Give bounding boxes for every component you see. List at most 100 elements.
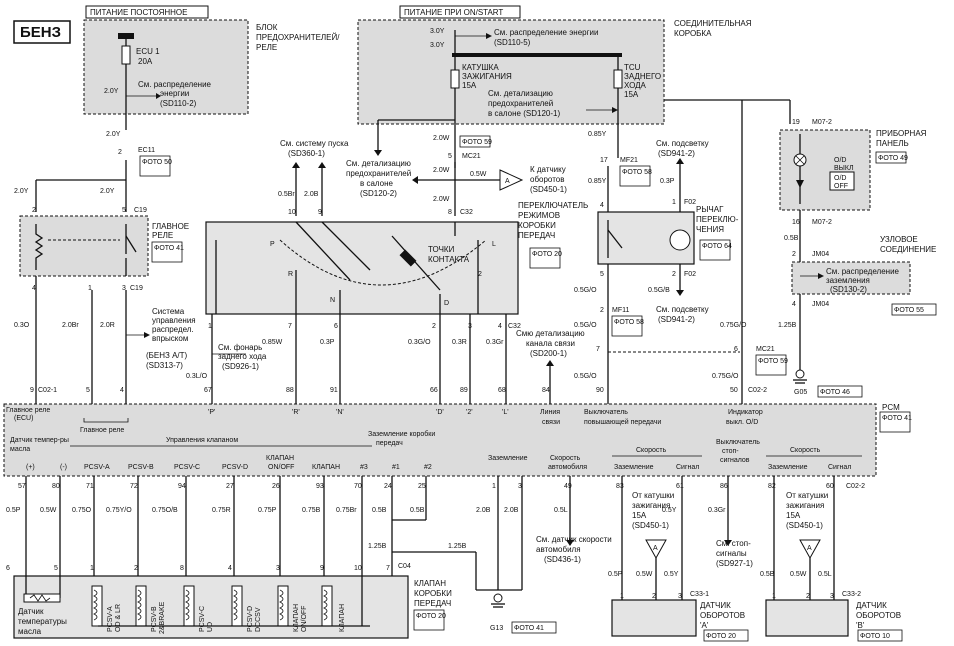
photo-label: ФОТО 46: [820, 389, 850, 396]
pin-label: 3: [122, 285, 126, 292]
wire-label: 0.85Y: [588, 178, 607, 185]
photo-20b: [413, 609, 445, 631]
pcm-pin-label: #3: [360, 464, 368, 471]
pcm-module: [3, 403, 877, 477]
fuse-ecu1-icon: [121, 45, 131, 65]
stop-ref: См. стоп-: [716, 539, 751, 548]
wire-label: 0.5P: [6, 507, 21, 514]
pin-label: 5: [600, 271, 604, 278]
ground-ref: заземления: [826, 276, 870, 285]
pos-label: R: [288, 271, 293, 278]
pcm-pin-label: выкл. O/D: [726, 419, 758, 426]
coil-b-label: 15A: [786, 511, 801, 520]
pin-label: 10: [288, 209, 296, 216]
wire-label: 0.5G/B: [648, 287, 670, 294]
solenoid-label: UD: [207, 622, 214, 632]
connector-label: C19: [130, 285, 143, 292]
pcm-pin-label: (ECU): [14, 415, 33, 422]
connector-label: C33-2: [842, 591, 861, 598]
speed-sensor-a: [611, 599, 697, 637]
power-const-label: ПИТАНИЕ ПОСТОЯННОЕ: [90, 8, 188, 17]
connector-label: C33-1: [690, 591, 709, 598]
pcm-pin-label: PCSV-A: [84, 464, 110, 471]
wire-label: 0.75B: [302, 507, 321, 514]
backlight-label: (SD941-2): [658, 315, 695, 324]
pcm-pin-label: Сигнал: [828, 464, 851, 471]
wire-label: 0.75O/B: [152, 507, 178, 514]
fuse-coil-icon: [450, 69, 460, 89]
wire-label: 2.0Y: [100, 188, 115, 195]
wire-label: 0.5Br: [278, 191, 295, 198]
pin-label: 71: [86, 483, 94, 490]
photo-label: ФОТО 41: [154, 245, 184, 252]
photo-49: [875, 151, 907, 164]
speed-ref: автомобиля: [536, 545, 581, 554]
fuse-block-label: ПРЕДОХРАНИТЕЛЕЙ/: [256, 33, 340, 42]
pin-label: 1: [208, 323, 212, 330]
wire-label: 0.3G/O: [408, 339, 431, 346]
pin-label: 68: [498, 387, 506, 394]
energy-ref: (SD110-2): [160, 99, 197, 108]
node-label: УЗЛОВОЕ: [880, 235, 918, 244]
coil-a-label: От катушки: [632, 491, 674, 500]
fuse-detail: в салоне: [360, 179, 394, 188]
injection-label: (БЕНЗ A/T): [146, 351, 188, 360]
signal-a-icon: [645, 539, 667, 560]
connector-label: C19: [134, 207, 147, 214]
pin-label: 1: [492, 483, 496, 490]
pin-label: 2: [432, 323, 436, 330]
pcm-pin-label: автомобиля: [548, 463, 587, 471]
wire-label: 0.75Br: [336, 507, 357, 514]
pin-label: 5: [448, 153, 452, 160]
photo-59b: [755, 354, 787, 376]
wire-label: 2.0B: [304, 191, 319, 198]
pin-label: 3: [276, 565, 280, 572]
wire-label: 2.0Y: [14, 188, 29, 195]
pin-label: 3: [830, 593, 834, 600]
photo-label: ФОТО 59: [462, 139, 492, 146]
pos-label: L: [492, 241, 496, 248]
pin-label: 84: [542, 387, 550, 394]
wire-label: 0.3R: [452, 339, 467, 346]
pin-label: 17: [600, 157, 608, 164]
pin-label: 10: [354, 565, 362, 572]
connector-label: M07-2: [812, 119, 832, 126]
photo-label: ФОТО 41: [882, 415, 912, 422]
wire-label: 0.3P: [660, 178, 675, 185]
pcm-pin-label: PCSV-D: [222, 464, 248, 471]
power-const-header: [85, 5, 209, 19]
connector-label: G05: [794, 389, 807, 396]
stop-ref: сигналы: [716, 549, 747, 558]
mode-switch-label: КОРОБКИ: [518, 221, 556, 230]
pcm-pin-label: Индикатор: [728, 409, 763, 416]
sensor-b-label: 'B': [856, 621, 865, 630]
wire-label: 0.5G/O: [574, 287, 597, 294]
fuse-detail: предохранителей: [346, 169, 411, 178]
valve-label: КОРОБКИ: [414, 589, 452, 598]
mode-switch-label: ПЕРЕДАЧ: [518, 231, 555, 240]
photo-20a: [529, 247, 561, 269]
energy-ref: См. распределение: [138, 80, 212, 89]
pcm-pin-label: 'R': [292, 409, 300, 416]
photo-59a: [459, 135, 491, 148]
coil-label: 15A: [462, 81, 477, 90]
mode-switch-label: ПЕРЕКЛЮЧАТЕЛЬ: [518, 201, 588, 210]
pin-label: 67: [204, 387, 212, 394]
photo-label: ФОТО 20: [706, 633, 736, 640]
pcm-pin-label: масла: [10, 446, 30, 453]
backlight-label: См. подсветку: [656, 139, 709, 148]
ground-node-box: [791, 261, 911, 295]
rpm-label: (SD450-1): [530, 185, 567, 194]
pin-label: 1: [672, 199, 676, 206]
ground-ref: См. распределение: [826, 267, 900, 276]
main-relay-label: ГЛАВНОЕ: [152, 222, 189, 231]
photo-label: ФОТО 64: [702, 243, 732, 250]
pcm-pin-label: '2': [466, 409, 473, 416]
photo-label: ФОТО 10: [860, 633, 890, 640]
wire-label: 0.75G/O: [712, 373, 739, 380]
solenoid-label: PCSV-A: [107, 606, 114, 632]
photo-41b: [879, 411, 911, 433]
panel-label: ПАНЕЛЬ: [876, 139, 909, 148]
pcm-pin-label: 'D': [436, 409, 444, 416]
